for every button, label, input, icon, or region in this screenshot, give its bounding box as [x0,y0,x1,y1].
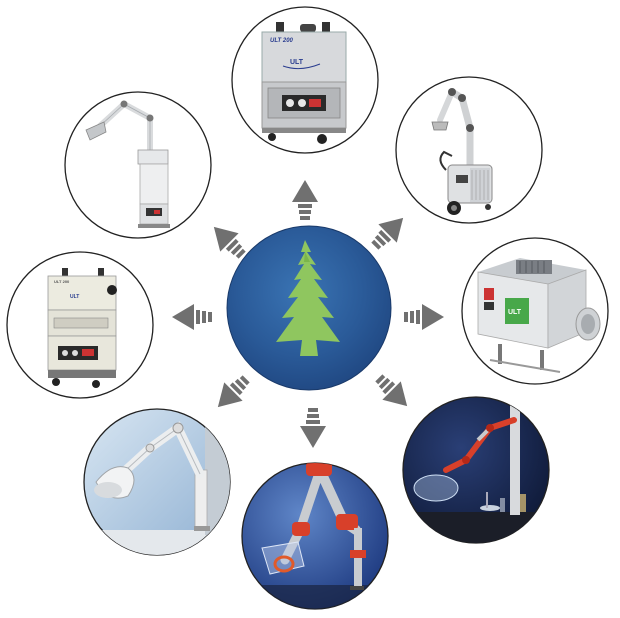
arrow-down [300,408,326,448]
cabinet-logo: ULT [70,294,79,300]
filter-badge: ULT [508,309,522,316]
product-node-right: ULT [461,237,609,385]
arrow-up-right [371,217,404,250]
lab-extraction-arm-icon [410,405,549,543]
product-node-bottom-left [83,408,231,556]
arrow-down-left [217,375,250,408]
arrow-up [292,180,318,220]
fume-extractor-cabinet-icon: ULT 200 ULT [47,268,117,388]
inline-filter-unit-icon: ULT [477,258,601,373]
center-node [226,225,392,391]
product-node-top-right [395,76,543,224]
cabinet-model-label: ULT 200 [270,38,294,44]
product-node-left: ULT 200 ULT [6,251,154,399]
mobile-arm-extractor-icon [431,88,493,215]
arm-extractor-tower-icon [85,100,170,228]
product-node-bottom-right [402,396,550,544]
arrow-left [172,304,212,330]
arrow-right [404,304,444,330]
fume-extractor-cabinet-icon: ULT 200 ULT [261,22,347,144]
product-node-top-left [64,91,212,239]
tree-icon [276,240,340,356]
arrow-down-right [375,374,408,407]
product-node-top: ULT 200 ULT [231,6,379,154]
arrow-up-left [213,226,246,259]
cabinet-logo: ULT [290,59,304,66]
cabinet-model-label: ULT 200 [54,279,70,284]
product-node-bottom [241,462,389,610]
